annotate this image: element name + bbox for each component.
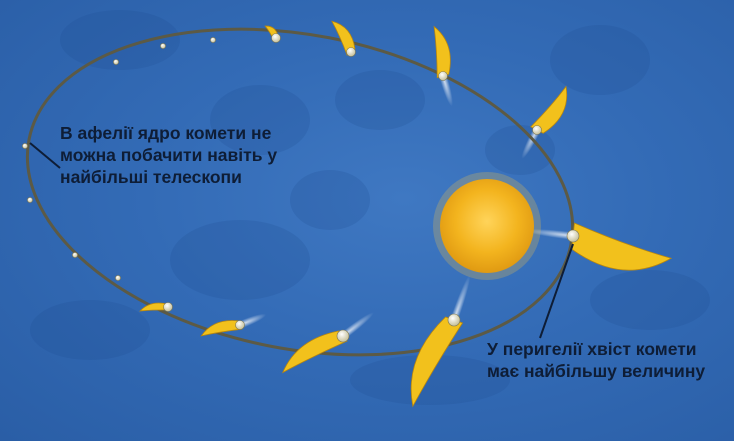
comet-nucleus (72, 252, 77, 257)
aphelion-pointer-line (30, 143, 60, 168)
comet-nucleus (448, 314, 460, 326)
background-stain (590, 270, 710, 330)
comet-nucleus (113, 59, 118, 64)
perihelion-pointer-line (540, 244, 573, 338)
comet-nucleus (337, 330, 349, 342)
perihelion-label: У перигелії хвіст комети має найбільшу в… (487, 338, 732, 382)
background-stain (335, 70, 425, 130)
background-stain (30, 300, 150, 360)
comet-nucleus (164, 303, 173, 312)
comet-nucleus (533, 126, 542, 135)
background-stain (60, 10, 180, 70)
comet-nucleus (567, 230, 579, 242)
comet-nucleus (236, 321, 245, 330)
comet-nucleus (272, 34, 281, 43)
comet-nucleus (27, 197, 32, 202)
comet-nucleus (210, 37, 215, 42)
comet-nucleus (22, 143, 27, 148)
comet-tail (434, 27, 450, 78)
comet-tail (571, 223, 671, 270)
comet-nucleus (439, 72, 448, 81)
comet-nucleus (115, 275, 120, 280)
background-stain (170, 220, 310, 300)
background-stain (290, 170, 370, 230)
comet-nucleus (160, 43, 165, 48)
background-stain (550, 25, 650, 95)
aphelion-label: В афелії ядро комети не можна побачити н… (60, 122, 300, 188)
sun (433, 172, 541, 280)
comet-nucleus (347, 48, 356, 57)
